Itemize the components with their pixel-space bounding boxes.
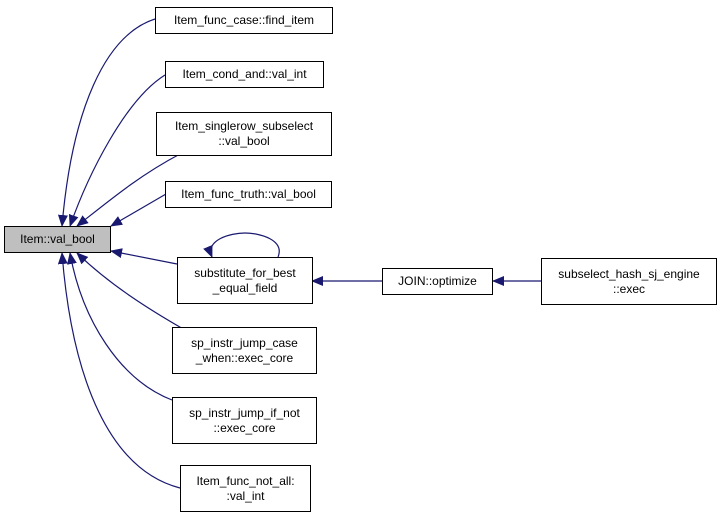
edge-jump-if-not [67, 252, 173, 401]
node-join-optimize[interactable]: JOIN::optimize [382, 268, 493, 295]
node-label: JOIN::optimize [398, 274, 477, 288]
node-item-func-truth-val-bool[interactable]: Item_func_truth::val_bool [165, 181, 332, 208]
edge-not-all [57, 252, 181, 489]
node-label: Item_func_case::find_item [173, 13, 315, 27]
edge-cond-and [68, 74, 166, 227]
node-label: sp_instr_jump_if_not [189, 405, 300, 420]
edge-substitute-self [203, 232, 280, 258]
node-item-func-case-find-item[interactable]: Item_func_case::find_item [155, 7, 333, 34]
node-label: Item_cond_and::val_int [182, 67, 307, 81]
node-label: Item_func_not_all: [196, 473, 295, 488]
node-label: sp_instr_jump_case [191, 335, 298, 350]
node-item-cond-and-val-int[interactable]: Item_cond_and::val_int [165, 61, 324, 88]
node-sp-instr-jump-if-not-exec-core[interactable]: sp_instr_jump_if_not ::exec_core [172, 397, 317, 444]
node-item-singlerow-subselect-val-bool[interactable]: Item_singlerow_subselect ::val_bool [156, 112, 332, 156]
node-label: Item_func_truth::val_bool [181, 187, 316, 201]
node-item-val-bool[interactable]: Item::val_bool [4, 226, 111, 253]
node-item-func-not-all-val-int[interactable]: Item_func_not_all: :val_int [180, 465, 311, 512]
node-label: _when::exec_core [195, 350, 294, 365]
node-label: ::exec [612, 281, 645, 296]
node-label: Item::val_bool [20, 232, 95, 246]
node-label: subselect_hash_sj_engine [558, 266, 700, 281]
node-label: ::exec_core [213, 420, 276, 435]
edge-substitute [110, 248, 178, 265]
node-label: ::val_bool [218, 134, 270, 148]
node-subselect-hash-sj-engine-exec[interactable]: subselect_hash_sj_engine ::exec [541, 258, 717, 305]
node-label: :val_int [226, 488, 265, 503]
edge-jump-case [76, 252, 186, 331]
node-substitute-for-best-equal-field[interactable]: substitute_for_best _equal_field [177, 257, 313, 304]
edge-singlerow [76, 153, 181, 227]
node-label: _equal_field [212, 280, 278, 295]
node-sp-instr-jump-case-when-exec-core[interactable]: sp_instr_jump_case _when::exec_core [172, 327, 317, 374]
edge-func-truth [110, 193, 167, 227]
node-label: substitute_for_best [194, 265, 296, 280]
node-label: Item_singlerow_subselect [174, 119, 314, 133]
edge-find-item [57, 18, 156, 227]
